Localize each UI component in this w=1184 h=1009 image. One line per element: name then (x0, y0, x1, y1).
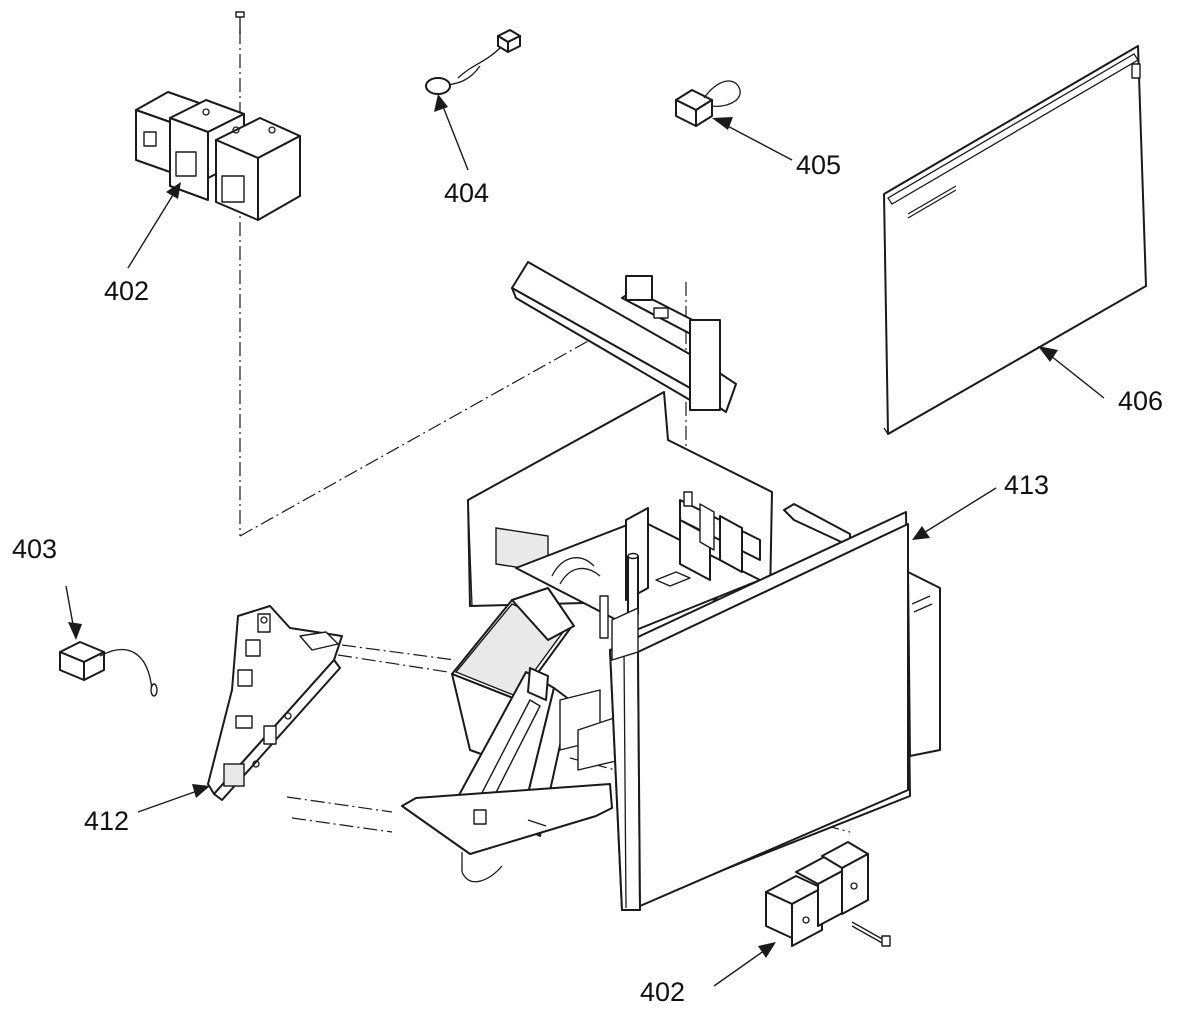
sensor-bracket-412 (137, 605, 343, 813)
callout-402-bottom: 402 (640, 977, 685, 1007)
cover-panel-406 (883, 45, 1147, 435)
terminal-block-402-top (127, 11, 301, 269)
callout-413: 413 (1004, 470, 1049, 500)
sensor-403 (59, 585, 158, 697)
callout-405: 405 (796, 150, 841, 180)
callout-404: 404 (444, 178, 489, 208)
terminal-block-402-bottom (713, 841, 891, 987)
sensor-cable-404 (425, 29, 521, 171)
callout-402-top: 402 (104, 276, 149, 306)
callout-403: 403 (12, 534, 57, 564)
connector-405 (675, 80, 793, 161)
callout-412: 412 (84, 806, 129, 836)
callout-labels: 402 404 405 406 413 403 412 402 (12, 150, 1163, 1007)
callout-406: 406 (1118, 386, 1163, 416)
frame-assembly-413 (401, 261, 997, 911)
